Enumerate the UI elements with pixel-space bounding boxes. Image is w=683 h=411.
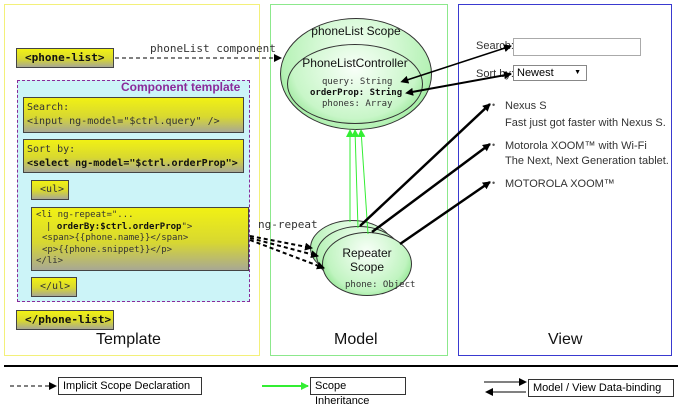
repeater-binding-arrow	[399, 180, 491, 246]
ng-repeat-arrow	[249, 237, 319, 259]
orderprop-field: orderProp: String	[310, 88, 403, 98]
ng-repeat-arrow	[249, 235, 313, 251]
legend-separator	[4, 365, 678, 367]
phone-list-component-label: phoneList component	[150, 42, 276, 55]
template-panel	[4, 4, 260, 356]
model-panel	[270, 4, 448, 356]
bullet-icon: •	[492, 178, 496, 188]
li-template-box: <li ng-repeat="... | orderBy:$ctrl.order…	[31, 207, 249, 271]
ng-repeat-arrow	[249, 239, 325, 270]
repeater-title-1: Repeater	[342, 246, 392, 260]
repeater-field: phone: Object	[345, 280, 416, 290]
search-template-input: <input ng-model="$ctrl.query" />	[27, 116, 220, 127]
bullet-icon: •	[492, 140, 496, 150]
component-template-title: Component template	[121, 80, 241, 94]
phonelist-scope-title: phoneList Scope	[311, 24, 401, 38]
template-panel-label: Template	[96, 331, 161, 348]
ul-open-tag: <ul>	[31, 180, 69, 200]
view-sort-value: Newest	[517, 67, 554, 79]
li-line-5: </li>	[36, 256, 64, 266]
search-template-label: Search:	[27, 102, 70, 113]
sort-template-select: <select ng-model="$ctrl.orderProp">	[27, 158, 238, 169]
scope-inheritance-arrow	[351, 129, 360, 229]
controller-title: PhoneListController	[302, 56, 408, 70]
li-line-2-bold: orderBy:$ctrl.orderProp	[56, 221, 182, 232]
li-line-1: <li ng-repeat="...	[36, 210, 134, 220]
model-panel-label: Model	[334, 331, 378, 348]
controller-ellipse	[287, 44, 423, 124]
phone-list-close-tag: </phone-list>	[16, 310, 114, 330]
ng-repeat-label: ng-repeat	[258, 218, 318, 231]
query-field: query: String	[322, 77, 393, 87]
list-item-name: Nexus S	[505, 100, 547, 112]
list-item-snippet: Fast just got faster with Nexus S.	[505, 117, 666, 129]
repeater-scope-front	[322, 232, 412, 296]
legend-binding-label: Model / View Data-binding	[528, 379, 674, 397]
phones-field: phones: Array	[322, 99, 393, 109]
sort-template-box: Sort by: <select ng-model="$ctrl.orderPr…	[23, 139, 244, 173]
li-line-3: <span>{{phone.name}}</span>	[42, 233, 189, 243]
view-search-input[interactable]	[513, 38, 641, 56]
legend-inheritance-label: Scope Inheritance	[310, 377, 406, 407]
view-panel	[458, 4, 672, 356]
view-panel-label: View	[548, 331, 583, 348]
list-item-snippet: The Next, Next Generation tablet.	[505, 155, 669, 167]
view-sort-select[interactable]: Newest ▼	[513, 65, 587, 81]
li-line-2: | orderBy:$ctrl.orderProp">	[36, 222, 244, 234]
scope-inheritance-arrow	[357, 129, 369, 235]
bullet-icon: •	[492, 100, 496, 110]
phone-list-open-tag: <phone-list>	[16, 48, 114, 68]
list-item-name: MOTOROLA XOOM™	[505, 178, 615, 190]
li-line-2-suffix: ">	[181, 221, 193, 232]
ul-close-tag: </ul>	[31, 277, 77, 297]
legend-implicit-label: Implicit Scope Declaration	[58, 377, 202, 395]
search-template-box: Search: <input ng-model="$ctrl.query" />	[23, 97, 244, 133]
chevron-down-icon: ▼	[574, 69, 581, 76]
repeater-title-2: Scope	[349, 260, 385, 274]
repeater-binding-arrow	[359, 103, 491, 227]
orderprop-binding-arrow	[405, 71, 512, 96]
li-line-4: <p>{{phone.snippet}}</p>	[42, 244, 173, 255]
list-item-name: Motorola XOOM™ with Wi-Fi	[505, 140, 647, 152]
repeater-binding-arrow	[371, 142, 491, 234]
li-line-2-prefix: |	[46, 221, 57, 232]
sort-template-label: Sort by:	[27, 144, 76, 155]
query-binding-arrow	[400, 44, 512, 84]
